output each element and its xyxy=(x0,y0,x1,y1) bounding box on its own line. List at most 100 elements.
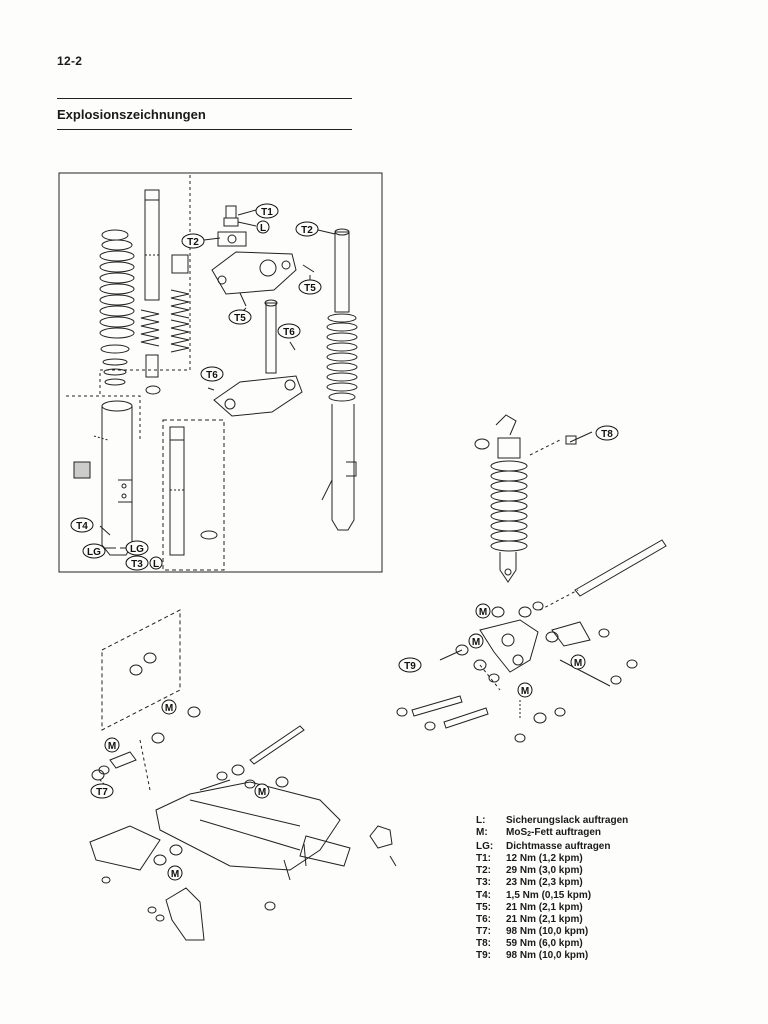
legend-row-t8: T8: 59 Nm (6,0 kpm) xyxy=(476,938,628,950)
t6-upper-callout: T6 xyxy=(277,323,301,339)
svg-text:T5: T5 xyxy=(304,283,316,294)
svg-text:T9: T9 xyxy=(404,661,416,672)
legend-key: T4: xyxy=(476,889,491,901)
t1-fork-callout: T1 xyxy=(255,203,279,219)
t4-callout: T4 xyxy=(70,517,94,533)
t6-lower-callout: T6 xyxy=(200,366,224,382)
page-number: 12-2 xyxy=(57,54,83,68)
svg-text:T5: T5 xyxy=(234,313,246,324)
svg-text:T1: T1 xyxy=(261,207,273,218)
m-link-3-callout: M xyxy=(570,654,586,670)
svg-text:L: L xyxy=(153,559,159,570)
t2-stem-callout: T2 xyxy=(181,233,205,249)
legend-key: LG: xyxy=(476,841,494,853)
front-fork-diagram xyxy=(58,172,383,573)
rear-shock-diagram xyxy=(474,414,593,583)
t7-callout: T7 xyxy=(90,783,114,799)
lg-right-callout: LG xyxy=(125,540,149,556)
t9-callout: T9 xyxy=(398,657,422,673)
legend-text: 29 Nm (3,0 kpm) xyxy=(506,865,583,877)
m-link-4-callout: M xyxy=(517,682,533,698)
svg-text:M: M xyxy=(479,607,487,618)
m-arm-3-callout: M xyxy=(254,783,270,799)
svg-text:T8: T8 xyxy=(601,429,613,440)
svg-text:T2: T2 xyxy=(187,237,199,248)
svg-text:T2: T2 xyxy=(301,225,313,236)
svg-text:M: M xyxy=(165,703,173,714)
shock-spring xyxy=(490,460,528,552)
m-link-2-callout: M xyxy=(468,633,484,649)
header-rule-bottom xyxy=(57,129,352,130)
m-arm-2-callout: M xyxy=(104,737,120,753)
legend-text: 59 Nm (6,0 kpm) xyxy=(506,937,583,949)
m-arm-1-callout: M xyxy=(161,699,177,715)
rear-linkage-diagram xyxy=(396,539,667,743)
t5-lower-callout: T5 xyxy=(228,309,252,325)
svg-text:M: M xyxy=(258,787,266,798)
legend-key: T7: xyxy=(476,925,491,937)
svg-text:M: M xyxy=(108,741,116,752)
legend-text: Dichtmasse auftragen xyxy=(506,841,611,853)
svg-text:T4: T4 xyxy=(76,521,88,532)
legend-text: MoS2-Fett auftragen xyxy=(506,827,602,839)
legend-row-t9: T9: 98 Nm (10,0 kpm) xyxy=(476,950,628,962)
svg-text:M: M xyxy=(574,658,582,669)
svg-text:M: M xyxy=(171,869,179,880)
legend-key: T5: xyxy=(476,901,491,913)
legend-row-m: M: MoS2-Fett auftragen xyxy=(476,827,628,841)
fork-assembly-complete xyxy=(321,228,358,531)
legend-row-lg: LG: Dichtmasse auftragen xyxy=(476,841,628,853)
legend-key: T3: xyxy=(476,877,491,889)
t5-upper-callout: T5 xyxy=(298,279,322,295)
fork-label-plate xyxy=(73,461,91,479)
svg-text:T6: T6 xyxy=(206,370,218,381)
legend-key: T9: xyxy=(476,950,491,962)
svg-text:T7: T7 xyxy=(96,787,108,798)
fork-spring-left xyxy=(140,309,160,347)
m-link-1-callout: M xyxy=(475,603,491,619)
l-fork-callout: L xyxy=(256,220,270,234)
legend-row-t5: T5: 21 Nm (2,1 kpm) xyxy=(476,902,628,914)
legend-text: 21 Nm (2,1 kpm) xyxy=(506,913,583,925)
legend-text: 12 Nm (1,2 kpm) xyxy=(506,853,583,865)
t3-callout: T3 xyxy=(125,555,149,571)
legend-row-t1: T1: 12 Nm (1,2 kpm) xyxy=(476,853,628,865)
svg-text:T6: T6 xyxy=(283,327,295,338)
legend-text: Sicherungslack auftragen xyxy=(506,815,629,826)
section-title: Explosionszeichnungen xyxy=(57,107,206,122)
legend-key: T1: xyxy=(476,853,491,865)
legend-key: L: xyxy=(476,815,486,826)
svg-text:LG: LG xyxy=(130,544,144,555)
legend-text: 21 Nm (2,1 kpm) xyxy=(506,901,583,913)
legend-row-t2: T2: 29 Nm (3,0 kpm) xyxy=(476,865,628,877)
legend-key: T8: xyxy=(476,937,491,949)
legend-text: 98 Nm (10,0 kpm) xyxy=(506,950,589,962)
svg-text:L: L xyxy=(260,223,266,234)
legend-key: T2: xyxy=(476,865,491,877)
svg-text:M: M xyxy=(521,686,529,697)
legend-text: 98 Nm (10,0 kpm) xyxy=(506,925,589,937)
legend-row-l: L: Sicherungslack auftragen xyxy=(476,815,628,827)
svg-text:LG: LG xyxy=(87,547,101,558)
legend: L: Sicherungslack auftragen M: MoS2-Fett… xyxy=(476,815,628,962)
svg-text:M: M xyxy=(472,637,480,648)
t8-callout: T8 xyxy=(595,425,619,441)
t2-fork-callout: T2 xyxy=(295,221,319,237)
legend-key: T6: xyxy=(476,913,491,925)
swingarm-diagram xyxy=(89,609,397,941)
header-rule-top xyxy=(57,98,352,99)
m-arm-4-callout: M xyxy=(167,865,183,881)
legend-row-t4: T4: 1,5 Nm (0,15 kpm) xyxy=(476,890,628,902)
legend-row-t3: T3: 23 Nm (2,3 kpm) xyxy=(476,877,628,889)
fork-outer-leg xyxy=(93,400,133,556)
legend-text: 23 Nm (2,3 kpm) xyxy=(506,877,583,889)
steering-stem-lower-clamp xyxy=(207,299,303,417)
lg-left-callout: LG xyxy=(82,543,106,559)
legend-text: 1,5 Nm (0,15 kpm) xyxy=(506,889,592,901)
legend-row-t6: T6: 21 Nm (2,1 kpm) xyxy=(476,914,628,926)
fork-dust-boot xyxy=(99,229,135,386)
l-bottom-callout: L xyxy=(149,556,163,570)
svg-text:T3: T3 xyxy=(131,559,143,570)
legend-key: M: xyxy=(476,827,488,839)
